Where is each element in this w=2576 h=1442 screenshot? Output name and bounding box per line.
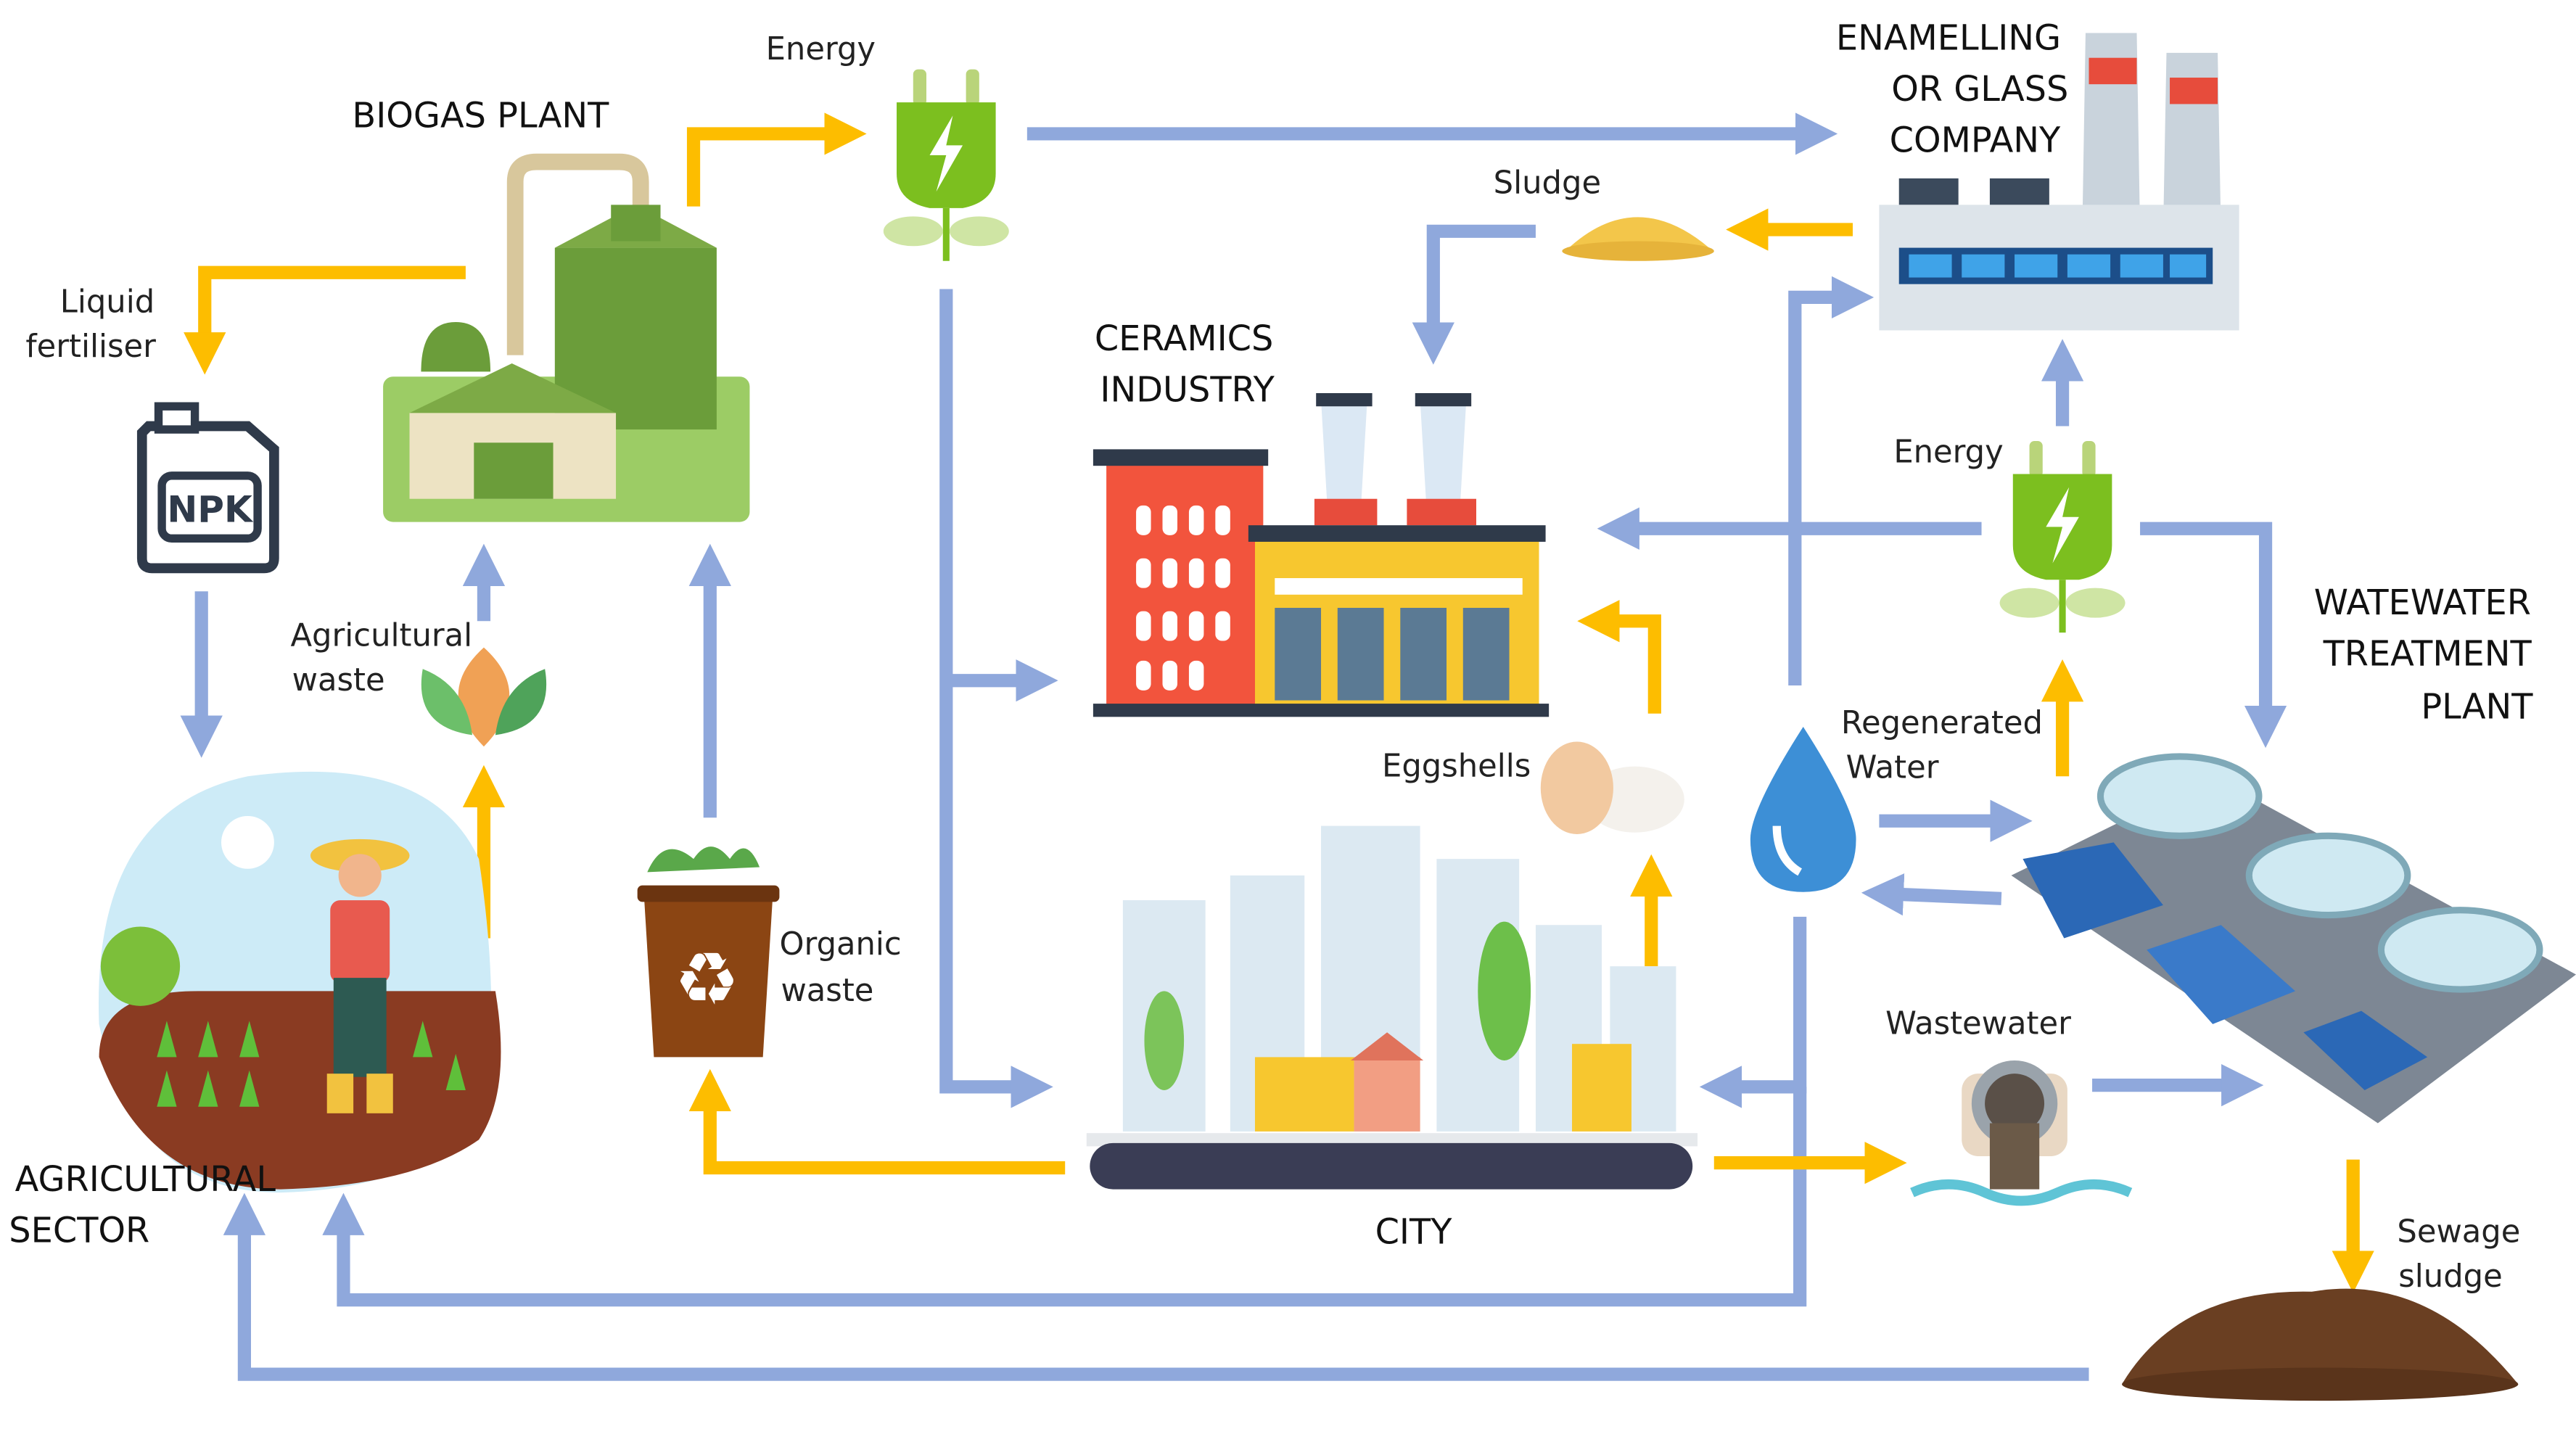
water-drop-icon [1750,726,1856,892]
label-sewage-1: Sewage [2397,1214,2520,1250]
flow-sludge-to-ceramics [1412,224,1536,365]
label-wwtp-2: TREATMENT [2323,635,2532,675]
farmer-icon [99,771,501,1193]
label-eggshells: Eggshells [1382,748,1531,784]
city-icon [1086,825,1698,1190]
label-city: CITY [1375,1213,1453,1253]
label-sewage-2: sludge [2398,1258,2502,1295]
eggs-icon [1540,741,1684,834]
label-wwtp-1: WATEWATER [2314,583,2531,623]
blue-flows [180,112,2287,1381]
flow-biogas-to-fertiliser [184,265,466,375]
label-wastewater: Wastewater [1885,1006,2071,1042]
ceramics-factory-icon [1092,392,1550,717]
label-agri-waste-1: Agricultural [290,617,472,654]
flow-energy-down [939,289,1053,1108]
flow-energy2-to-wwtp [2140,522,2287,749]
energy-plug-icon [883,69,1009,261]
organic-bin-icon: ♻ [637,846,780,1058]
label-regen-2: Water [1846,750,1939,786]
sludge-pile-icon [1562,217,1714,261]
flow-water-to-enamelling [1788,276,1875,686]
label-sludge: Sludge [1494,165,1601,201]
label-energy-right: Energy [1893,434,2003,471]
label-regen-1: Regenerated [1841,705,2043,741]
flow-biogas-to-energy [686,112,867,207]
flow-sludge-to-agri [223,1192,2089,1381]
flow-eggs-to-ceramics [1577,600,1661,714]
flow-wwtp-to-water [1861,873,2002,916]
label-enamelling-2: OR GLASS [1891,70,2068,110]
label-wwtp-3: PLANT [2421,688,2533,728]
label-organic-2: waste [781,973,873,1009]
svg-text:♻: ♻ [674,937,739,1022]
label-enamelling-1: ENAMELLING [1836,18,2061,58]
leaves-icon [421,647,547,747]
drain-pipe-icon [1910,1060,2133,1206]
flow-city-to-organic [688,1068,1066,1175]
label-ceramics-1: CERAMICS [1095,319,1274,359]
label-energy-top: Energy [766,31,876,67]
label-biogas-plant: BIOGAS PLANT [352,96,609,136]
energy-plug-icon-right [1999,441,2126,633]
label-agri-waste-2: waste [292,662,385,699]
factory-icon [1879,33,2239,331]
label-liquid-1: Liquid [60,284,155,320]
npk-label: NPK [167,489,254,531]
label-liquid-2: fertiliser [25,329,156,365]
soil-pile-icon [2122,1288,2519,1401]
label-enamelling-3: COMPANY [1890,120,2061,160]
labels: Energy BIOGAS PLANT ENAMELLING OR GLASS … [9,18,2533,1295]
label-agri-sector-2: SECTOR [9,1211,149,1251]
biogas-plant-icon [383,153,750,522]
fertiliser-can-icon: NPK [136,402,279,574]
label-organic-1: Organic [780,926,902,963]
flow-water-to-city [1699,916,1807,1108]
label-ceramics-2: INDUSTRY [1100,370,1275,410]
flow-water-to-agri [322,1087,1807,1307]
label-agri-sector-1: AGRICULTURAL [15,1160,276,1200]
wwtp-icon [2011,753,2576,1124]
